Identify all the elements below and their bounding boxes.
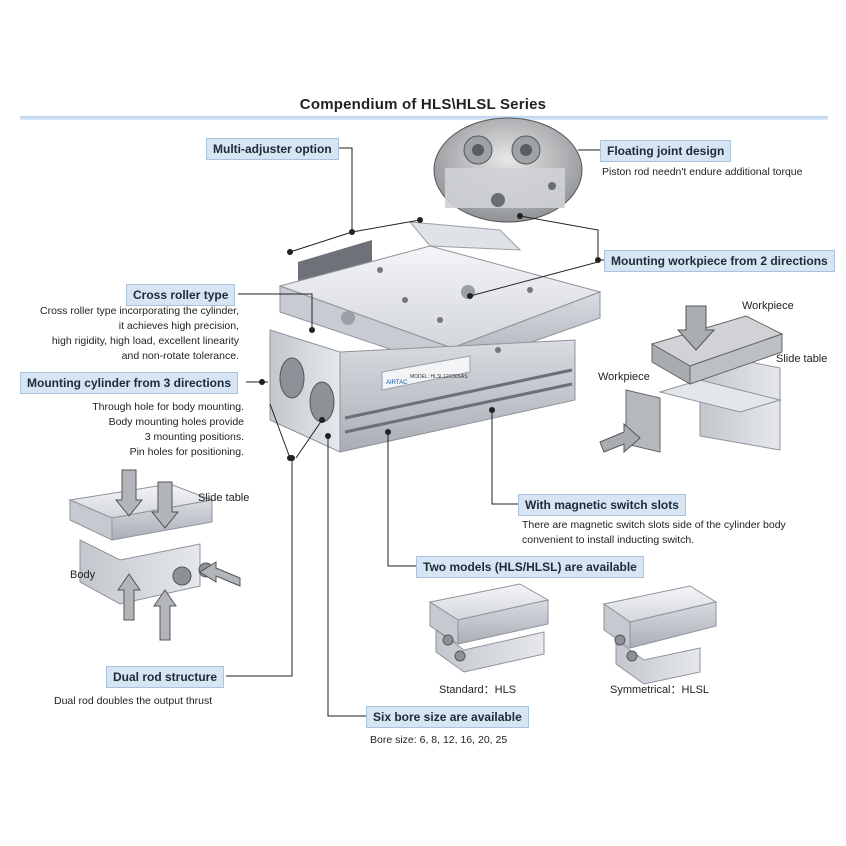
- label-floating-joint: Floating joint design: [600, 140, 732, 162]
- callout-workpiece-left: Workpiece: [598, 371, 650, 383]
- body-mount-image: [68, 469, 241, 641]
- leader-dots: [259, 213, 601, 461]
- callout-workpiece-top: Workpiece: [742, 300, 794, 312]
- desc-magnetic-switch: There are magnetic switch slots side of …: [522, 518, 786, 548]
- desc-cross-roller-line: and non-rotate tolerance.: [121, 350, 239, 362]
- label-magnetic-switch: With magnetic switch slots: [518, 494, 686, 516]
- product-brand: AIRTAC: [386, 380, 408, 386]
- label-cross-roller: Cross roller type: [126, 284, 236, 306]
- label-mounting-cylinder: Mounting cylinder from 3 directions: [20, 372, 239, 394]
- label-mounting-workpiece: Mounting workpiece from 2 directions: [604, 250, 835, 272]
- desc-mounting-cylinder-line: Pin holes for positioning.: [129, 446, 244, 458]
- desc-mounting-cylinder-line: Through hole for body mounting.: [92, 401, 244, 413]
- main-cylinder-image: [269, 221, 602, 453]
- desc-magnetic-switch-line: There are magnetic switch slots side of …: [522, 519, 786, 531]
- callout-slide-table-right: Slide table: [776, 353, 828, 365]
- desc-cross-roller-line: high rigidity, high load, excellent line…: [51, 335, 239, 347]
- desc-dual-rod: Dual rod doubles the output thrust: [54, 695, 213, 707]
- hls-standard-image: [428, 583, 550, 673]
- hlsl-symmetrical-image: [602, 585, 718, 685]
- label-multi-adjuster: Multi-adjuster option: [206, 138, 339, 160]
- desc-six-bore: Bore size: 6, 8, 12, 16, 20, 25: [370, 734, 508, 746]
- desc-mounting-cylinder-line: 3 mounting positions.: [144, 431, 244, 443]
- caption-symmetrical-model: Symmetrical：HLSL: [610, 684, 710, 696]
- desc-mounting-cylinder: Through hole for body mounting. Body mou…: [40, 400, 244, 460]
- label-dual-rod: Dual rod structure: [106, 666, 225, 688]
- label-six-bore: Six bore size are available: [366, 706, 529, 728]
- desc-magnetic-switch-line: convenient to install inducting switch.: [522, 534, 695, 546]
- product-model: MODEL: HLSL12X30SAS: [410, 374, 468, 380]
- label-two-models: Two models (HLS/HLSL) are available: [416, 556, 644, 578]
- desc-cross-roller-line: it achieves high precision,: [118, 320, 239, 332]
- caption-standard-model: Standard：HLS: [439, 684, 517, 696]
- workpiece-mount-image: [599, 305, 784, 454]
- floating-joint-inset: [433, 117, 583, 223]
- title-underline: [20, 116, 828, 120]
- leader-lines: [226, 147, 604, 717]
- callout-body: Body: [70, 569, 96, 581]
- desc-cross-roller: Cross roller type incorporating the cyli…: [18, 304, 239, 364]
- desc-cross-roller-line: Cross roller type incorporating the cyli…: [39, 305, 239, 317]
- desc-mounting-cylinder-line: Body mounting holes provide: [108, 416, 244, 428]
- callout-slide-table-left: Slide table: [198, 492, 250, 504]
- desc-floating-joint: Piston rod needn't endure additional tor…: [602, 166, 803, 178]
- page-title: Compendium of HLS\HLSL Series: [299, 96, 547, 113]
